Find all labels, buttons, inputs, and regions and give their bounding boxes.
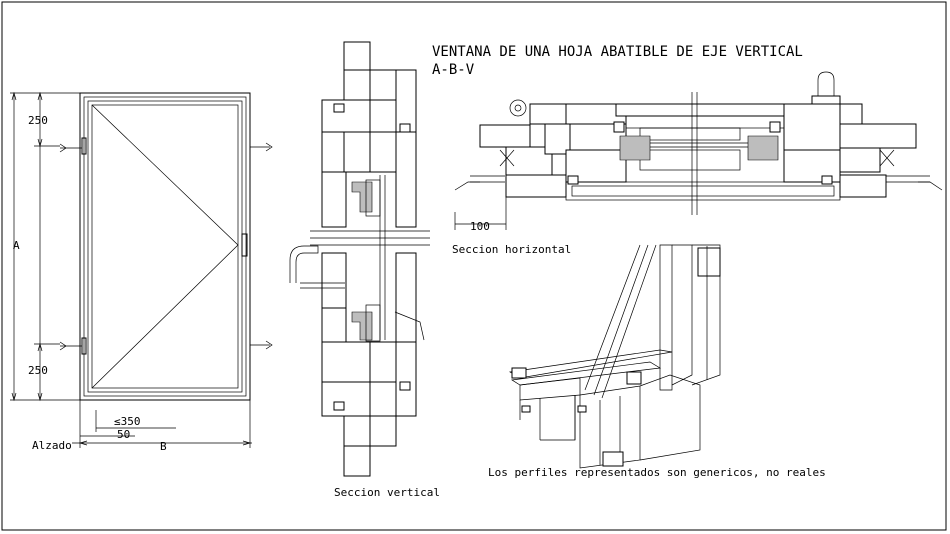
h-handle: [817, 71, 835, 100]
horizontal-section-caption: Seccion horizontal: [452, 243, 571, 256]
dim-50: 50: [117, 428, 130, 441]
drawing-subtitle: A-B-V: [432, 62, 475, 78]
gasket-bottom: [351, 311, 373, 341]
anchor-bottom-right: [250, 340, 273, 350]
dim-a: A: [13, 239, 20, 252]
dim-350: ≤350: [114, 415, 141, 428]
dim-100: 100: [470, 220, 490, 233]
vertical-section-caption: Seccion vertical: [334, 486, 440, 499]
dim-b: B: [160, 440, 167, 453]
outer-frame: [79, 92, 251, 401]
hinge-roller: [509, 99, 527, 117]
horizontal-section-view: 100 Seccion horizontal: [452, 71, 943, 256]
gasket-top: [351, 181, 373, 213]
perspective-note: Los perfiles representados son genericos…: [488, 466, 826, 479]
frame-inner-line: [83, 96, 247, 397]
elevation-view: 250 250 A ≤350 50 B Alzado: [10, 91, 273, 453]
hinge-pin-bottom: [59, 341, 82, 351]
handle: [241, 233, 248, 257]
hinge-top: [81, 137, 87, 155]
h-gasket-right: [747, 135, 779, 161]
dim-250-top: 250: [28, 114, 48, 127]
h-gasket-left: [619, 135, 651, 161]
sash-outer: [87, 100, 243, 393]
handle-section: [289, 245, 319, 283]
elevation-caption: Alzado: [32, 439, 72, 452]
opening-triangle: [91, 104, 239, 389]
dim-250-bottom: 250: [28, 364, 48, 377]
sash-inner: [91, 104, 239, 389]
anchor-top-right: [250, 142, 273, 152]
perspective-view: Los perfiles representados son genericos…: [488, 244, 826, 479]
vertical-section-view: Seccion vertical: [289, 41, 440, 499]
drawing-title: VENTANA DE UNA HOJA ABATIBLE DE EJE VERT…: [432, 44, 803, 60]
hinge-pin-top: [59, 143, 82, 153]
